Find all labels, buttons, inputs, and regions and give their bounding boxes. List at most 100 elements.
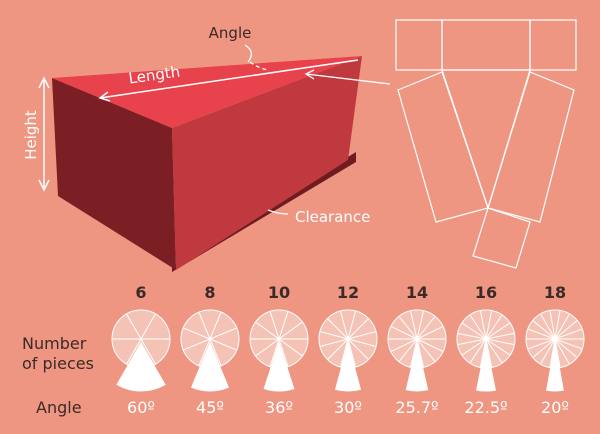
pie-divider-line — [126, 313, 142, 340]
pie-divider-line — [327, 318, 349, 340]
pie-divider-line — [340, 338, 349, 368]
piece-count: 10 — [268, 283, 290, 302]
piece-item-8: 8 45º — [180, 283, 240, 417]
pie-divider-line — [479, 310, 487, 340]
box-top-face — [52, 56, 362, 128]
piece-angle: 25.7º — [395, 398, 438, 417]
pie-divider-line — [416, 338, 436, 362]
pie-divider-line — [416, 325, 444, 340]
pie-divider-line — [390, 338, 418, 353]
height-arrow — [38, 76, 50, 192]
piece-count: 18 — [544, 283, 566, 302]
pie-divider-line — [319, 331, 349, 340]
piece-count: 12 — [337, 283, 359, 302]
pie-divider-line — [554, 338, 578, 359]
pie-divider-line — [485, 338, 515, 346]
pie-divider-line — [554, 338, 561, 368]
pie-divider-line — [485, 332, 515, 340]
pie-divider-line — [255, 321, 280, 340]
angle-arc — [249, 61, 269, 71]
piece-count: 8 — [204, 283, 215, 302]
pie-divider-line — [269, 338, 280, 367]
pie-divider-line — [549, 338, 556, 368]
pie-divider-line — [540, 313, 556, 340]
pie-divider-line — [390, 325, 418, 340]
pie-divider-line — [527, 338, 556, 350]
pie-divider-line — [549, 310, 556, 340]
pie-divider-line — [532, 319, 556, 340]
clearance-label: Clearance — [295, 208, 370, 226]
angle-row-label: Angle — [36, 398, 82, 417]
pie-divider-line — [540, 338, 556, 365]
pie-divider-line — [183, 327, 211, 340]
pie-wedge — [405, 342, 429, 392]
height-label: Height — [22, 110, 40, 160]
pie-divider-line — [198, 338, 211, 366]
pie-divider-line — [198, 312, 211, 340]
pie-divider-line — [183, 338, 211, 351]
piece-angle: 60º — [127, 398, 155, 417]
box-front-face — [172, 56, 362, 270]
pie-divider-line — [278, 338, 303, 357]
pie-divider-line — [278, 338, 289, 367]
pie-divider-line — [485, 322, 511, 340]
pie-divider-line — [278, 311, 289, 340]
box-side-face — [52, 78, 176, 270]
piece-count: 6 — [135, 283, 146, 302]
length-arrow — [98, 59, 359, 102]
pie-divider-line — [209, 327, 237, 340]
pie-divider-line — [554, 328, 583, 340]
pie-divider-line — [416, 338, 424, 368]
pie-wedge — [546, 342, 564, 392]
pie-divider-line — [209, 338, 237, 351]
pie-divider-line — [140, 313, 156, 340]
pie-divider-line — [140, 338, 156, 365]
pie-divider-line — [209, 338, 222, 366]
pie-divider-line — [469, 338, 487, 364]
pie-divider-line — [416, 338, 444, 353]
piece-angle: 45º — [196, 398, 224, 417]
pie-divider-line — [461, 338, 487, 356]
pie-divider-line — [457, 338, 487, 346]
piece-item-10: 10 36º — [249, 283, 309, 417]
piece-count: 16 — [475, 283, 497, 302]
pie-divider-line — [347, 338, 356, 368]
angle-label: Angle — [209, 24, 252, 42]
box-template-net — [395, 19, 577, 269]
template-pointer — [304, 69, 391, 85]
pie-divider-line — [209, 312, 222, 340]
pie-divider-line — [461, 322, 487, 340]
pie-divider-line — [410, 310, 418, 340]
pie-divider-line — [347, 338, 369, 360]
number-of-pieces-label-line2: of pieces — [22, 354, 94, 373]
pie-divider-line — [554, 310, 561, 340]
pie-divider-line — [554, 319, 578, 340]
pie-divider-line — [126, 338, 142, 365]
piece-item-6: 6 60º — [111, 283, 171, 417]
pie-divider-line — [347, 318, 369, 340]
pie-divider-line — [255, 338, 280, 357]
pie-divider-line — [398, 316, 418, 340]
pie-divider-line — [457, 332, 487, 340]
pie-divider-line — [398, 338, 418, 362]
piece-angle: 36º — [265, 398, 293, 417]
pie-divider-line — [269, 311, 280, 340]
angle-leader — [244, 44, 252, 63]
pie-divider-line — [554, 338, 570, 365]
pie-divider-line — [410, 338, 418, 368]
number-of-pieces-label-line1: Number — [22, 334, 87, 353]
pie-divider-line — [485, 338, 503, 364]
pie-divider-line — [527, 328, 556, 340]
pie-divider-line — [532, 338, 556, 359]
slice-box — [52, 56, 362, 272]
pie-divider-line — [319, 338, 349, 347]
pie-divider-line — [347, 310, 356, 340]
pie-wedge — [334, 341, 362, 392]
pie-divider-line — [416, 316, 436, 340]
